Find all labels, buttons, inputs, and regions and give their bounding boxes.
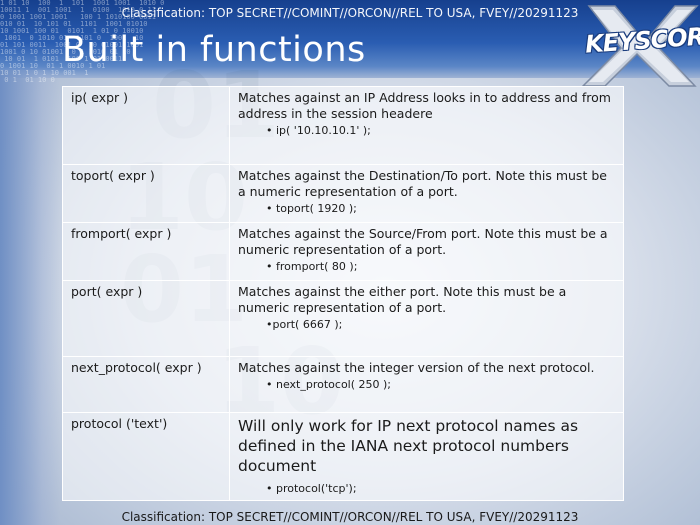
binary-background-pattern: 1 01 10 100 1 101 1001 1001 1010 0 10011… <box>0 0 165 84</box>
table-row: toport( expr ) Matches against the Desti… <box>62 164 624 223</box>
logo-x-mark <box>581 5 699 87</box>
function-example: • next_protocol( 250 ); <box>266 378 392 391</box>
functions-table: ip( expr ) Matches against an IP Address… <box>62 86 624 501</box>
title-banner <box>0 0 700 78</box>
function-name: toport( expr ) <box>62 164 230 223</box>
function-name: fromport( expr ) <box>62 222 230 281</box>
left-decorative-strip <box>0 70 60 525</box>
function-example: • ip( '10.10.10.1' ); <box>266 124 371 137</box>
function-description: Matches against an IP Address looks in t… <box>238 90 611 121</box>
function-name: port( expr ) <box>62 280 230 357</box>
function-description: Matches against the Destination/To port.… <box>238 168 607 199</box>
function-description: Matches against the Source/From port. No… <box>238 226 608 257</box>
function-example: • fromport( 80 ); <box>266 260 358 273</box>
table-row: port( expr ) Matches against the either … <box>62 280 624 357</box>
function-example: •port( 6667 ); <box>266 318 343 331</box>
table-row: protocol ('text') Will only work for IP … <box>62 412 624 501</box>
function-description-cell: Matches against an IP Address looks in t… <box>229 86 624 165</box>
classification-footer: Classification: TOP SECRET//COMINT//ORCO… <box>121 510 579 524</box>
keyscore-logo <box>581 5 699 87</box>
function-description: Matches against the integer version of t… <box>238 360 595 375</box>
table-row: ip( expr ) Matches against an IP Address… <box>62 86 624 165</box>
function-description-cell: Matches against the integer version of t… <box>229 356 624 413</box>
function-name: ip( expr ) <box>62 86 230 165</box>
function-description-cell: Matches against the Destination/To port.… <box>229 164 624 223</box>
table-row: next_protocol( expr ) Matches against th… <box>62 356 624 413</box>
function-description-cell: Will only work for IP next protocol name… <box>229 412 624 501</box>
table-row: fromport( expr ) Matches against the Sou… <box>62 222 624 281</box>
function-description-cell: Matches against the Source/From port. No… <box>229 222 624 281</box>
function-name: next_protocol( expr ) <box>62 356 230 413</box>
slide-title: Built in functions <box>62 30 366 70</box>
function-description: Matches against the either port. Note th… <box>238 284 567 315</box>
function-description-cell: Matches against the either port. Note th… <box>229 280 624 357</box>
function-example: • toport( 1920 ); <box>266 202 357 215</box>
function-example: • protocol('tcp'); <box>266 482 357 495</box>
function-description: Will only work for IP next protocol name… <box>238 417 579 475</box>
classification-header: Classification: TOP SECRET//COMINT//ORCO… <box>121 6 579 20</box>
function-name: protocol ('text') <box>62 412 230 501</box>
